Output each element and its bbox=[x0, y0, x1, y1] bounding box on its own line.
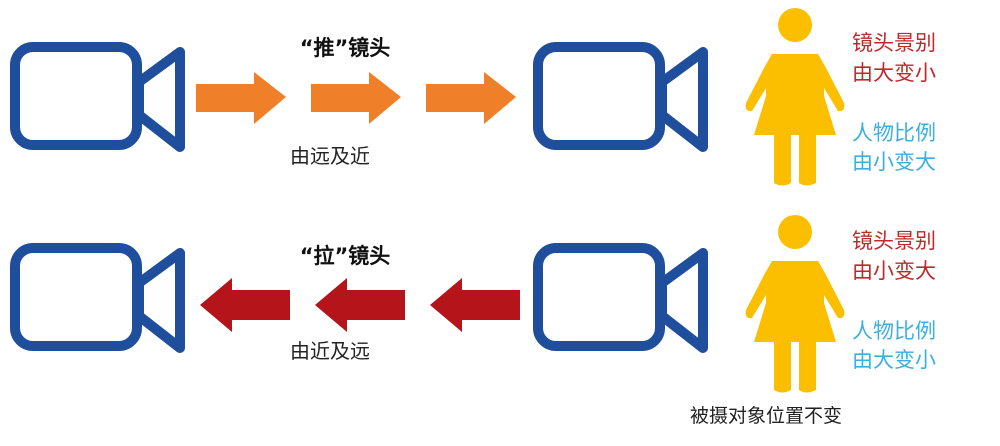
pull-direction: 由近及远 bbox=[290, 339, 370, 363]
person-icon bbox=[745, 215, 845, 393]
person-icon bbox=[745, 8, 845, 186]
push-direction: 由远及近 bbox=[290, 144, 370, 168]
pull-arrow-icon bbox=[430, 278, 520, 332]
push-arrow-icon bbox=[196, 72, 286, 124]
pull-title: “拉”镜头 bbox=[300, 244, 391, 268]
pull-shot-size-label: 镜头景别 bbox=[852, 229, 936, 253]
push-shot-size-label: 镜头景别 bbox=[852, 31, 936, 55]
pull-arrow-icon bbox=[200, 278, 290, 332]
push-arrow-icon bbox=[426, 72, 516, 124]
pull-ratio-change: 由大变小 bbox=[852, 348, 936, 372]
pull-ratio-label: 人物比例 bbox=[852, 319, 936, 343]
camera-icon-end bbox=[15, 248, 180, 348]
camera-icon-end bbox=[538, 47, 703, 147]
push-arrow-icon bbox=[311, 72, 401, 124]
camera-icon-start bbox=[15, 47, 180, 147]
push-ratio-label: 人物比例 bbox=[852, 121, 936, 145]
pull-shot-change: 由小变大 bbox=[852, 259, 936, 283]
push-row: “推”镜头 由远及近 镜头景别 由大变小 人物比例 由小变大 bbox=[15, 8, 936, 186]
caption: 被摄对象位置不变 bbox=[690, 405, 842, 427]
pull-row: “拉”镜头 由近及远 镜头景别 由小变大 人物比例 由大变小 bbox=[15, 215, 936, 393]
camera-icon-start bbox=[538, 248, 703, 348]
pull-arrow-icon bbox=[315, 278, 405, 332]
push-shot-change: 由大变小 bbox=[852, 61, 936, 85]
push-title: “推”镜头 bbox=[300, 36, 391, 60]
push-ratio-change: 由小变大 bbox=[852, 150, 936, 174]
